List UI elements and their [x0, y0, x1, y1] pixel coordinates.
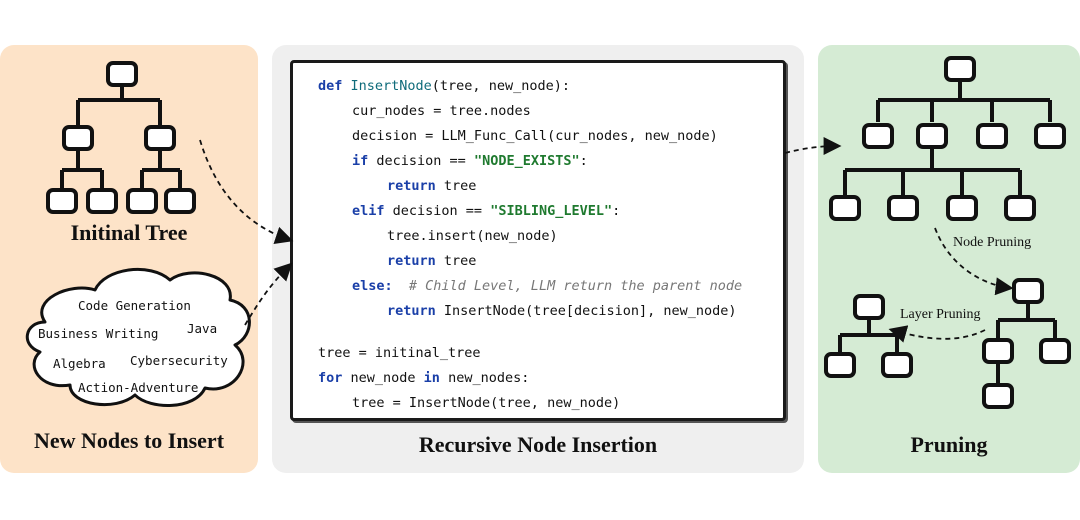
tree-node — [853, 294, 885, 320]
cloud-word: Code Generation — [78, 298, 191, 313]
tree-node — [86, 188, 118, 214]
pruning-caption: Pruning — [910, 432, 988, 457]
code-line-6: elif decision == "SIBLING_LEVEL": — [352, 203, 621, 219]
code-line-4: if decision == "NODE_EXISTS": — [352, 153, 588, 169]
tree-node — [881, 352, 913, 378]
arrow-cloud-to-code — [244, 262, 293, 326]
tree-node — [106, 61, 138, 87]
new-nodes-caption: New Nodes to Insert — [33, 428, 225, 453]
cloud-word: Java — [187, 321, 218, 336]
code-line-5: return tree — [387, 178, 477, 194]
code-line-1: def InsertNode(tree, new_node): — [318, 78, 570, 94]
arrow-tree-to-code — [199, 139, 294, 244]
cloud-word: Action-Adventure — [78, 380, 199, 395]
tree-node — [1039, 338, 1071, 364]
tree-node — [1012, 278, 1044, 304]
arrow-layer-pruning — [888, 325, 986, 343]
tree-node — [1034, 123, 1066, 149]
code-line-3: decision = LLM_Func_Call(cur_nodes, new_… — [352, 128, 718, 144]
tree-node — [144, 125, 176, 151]
layer-pruning-label: Layer Pruning — [900, 307, 981, 322]
arrow-code-to-pruning — [784, 137, 842, 156]
initial-tree-panel — [0, 45, 258, 473]
tree-node — [829, 195, 861, 221]
tree-node — [887, 195, 919, 221]
arrow-node-pruning — [934, 227, 1014, 296]
tree-node — [164, 188, 196, 214]
tree-node — [976, 123, 1008, 149]
tree-node — [862, 123, 894, 149]
code-line-13: tree = InsertNode(tree, new_node) — [352, 395, 621, 411]
new-nodes-cloud — [25, 267, 251, 407]
initial-tree — [46, 61, 196, 214]
tree-node — [982, 383, 1014, 409]
tree-node — [916, 123, 948, 149]
cloud-word: Algebra — [53, 356, 106, 371]
node-pruned-tree — [982, 278, 1071, 409]
code-line-11: tree = initinal_tree — [318, 345, 481, 361]
code-block — [290, 60, 786, 421]
cloud-word: Business Writing — [38, 326, 159, 341]
tree-node — [946, 195, 978, 221]
tree-node — [1004, 195, 1036, 221]
recursive-caption: Recursive Node Insertion — [418, 432, 658, 457]
code-line-8: return tree — [387, 253, 477, 269]
code-line-10: return InsertNode(tree[decision], new_no… — [387, 303, 737, 319]
code-line-7: tree.insert(new_node) — [387, 228, 558, 244]
tree-node — [824, 352, 856, 378]
layer-pruned-tree — [824, 294, 913, 378]
cloud-word: Cybersecurity — [130, 353, 228, 368]
full-tree — [829, 56, 1066, 221]
initial-tree-caption: Initinal Tree — [70, 220, 188, 245]
pruning-panel — [818, 45, 1080, 473]
tree-node — [62, 125, 94, 151]
code-line-9: else: # Child Level, LLM return the pare… — [352, 278, 743, 294]
tree-node — [944, 56, 976, 82]
tree-node — [982, 338, 1014, 364]
code-line-2: cur_nodes = tree.nodes — [352, 103, 531, 119]
code-line-12: for new_node in new_nodes: — [318, 370, 530, 386]
node-pruning-label: Node Pruning — [953, 235, 1032, 250]
tree-node — [46, 188, 78, 214]
tree-node — [126, 188, 158, 214]
